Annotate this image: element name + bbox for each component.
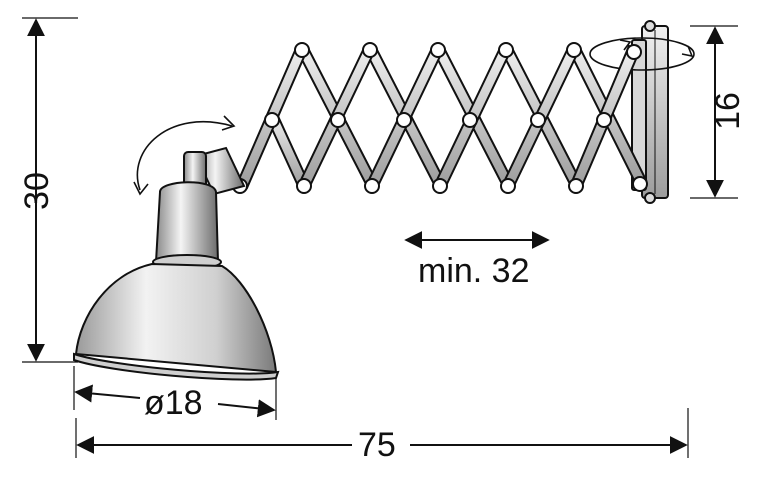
arm-height-dimension-line — [690, 25, 738, 199]
height-label: 30 — [17, 172, 56, 210]
shade-diameter-dimension-line — [73, 366, 277, 420]
min-extension-label: min. 32 — [418, 252, 530, 290]
height-dimension-line — [22, 17, 78, 363]
scissor-arm — [232, 42, 648, 194]
shade-diameter-label: ø18 — [144, 384, 203, 422]
total-length-dimension-line — [75, 408, 689, 458]
arm-height-label: 16 — [708, 92, 747, 130]
total-length-label: 75 — [358, 426, 396, 464]
tilt-rotation-arrow — [133, 115, 236, 196]
swivel-rotation-arrow — [589, 37, 695, 71]
lamp-shade — [73, 181, 280, 381]
